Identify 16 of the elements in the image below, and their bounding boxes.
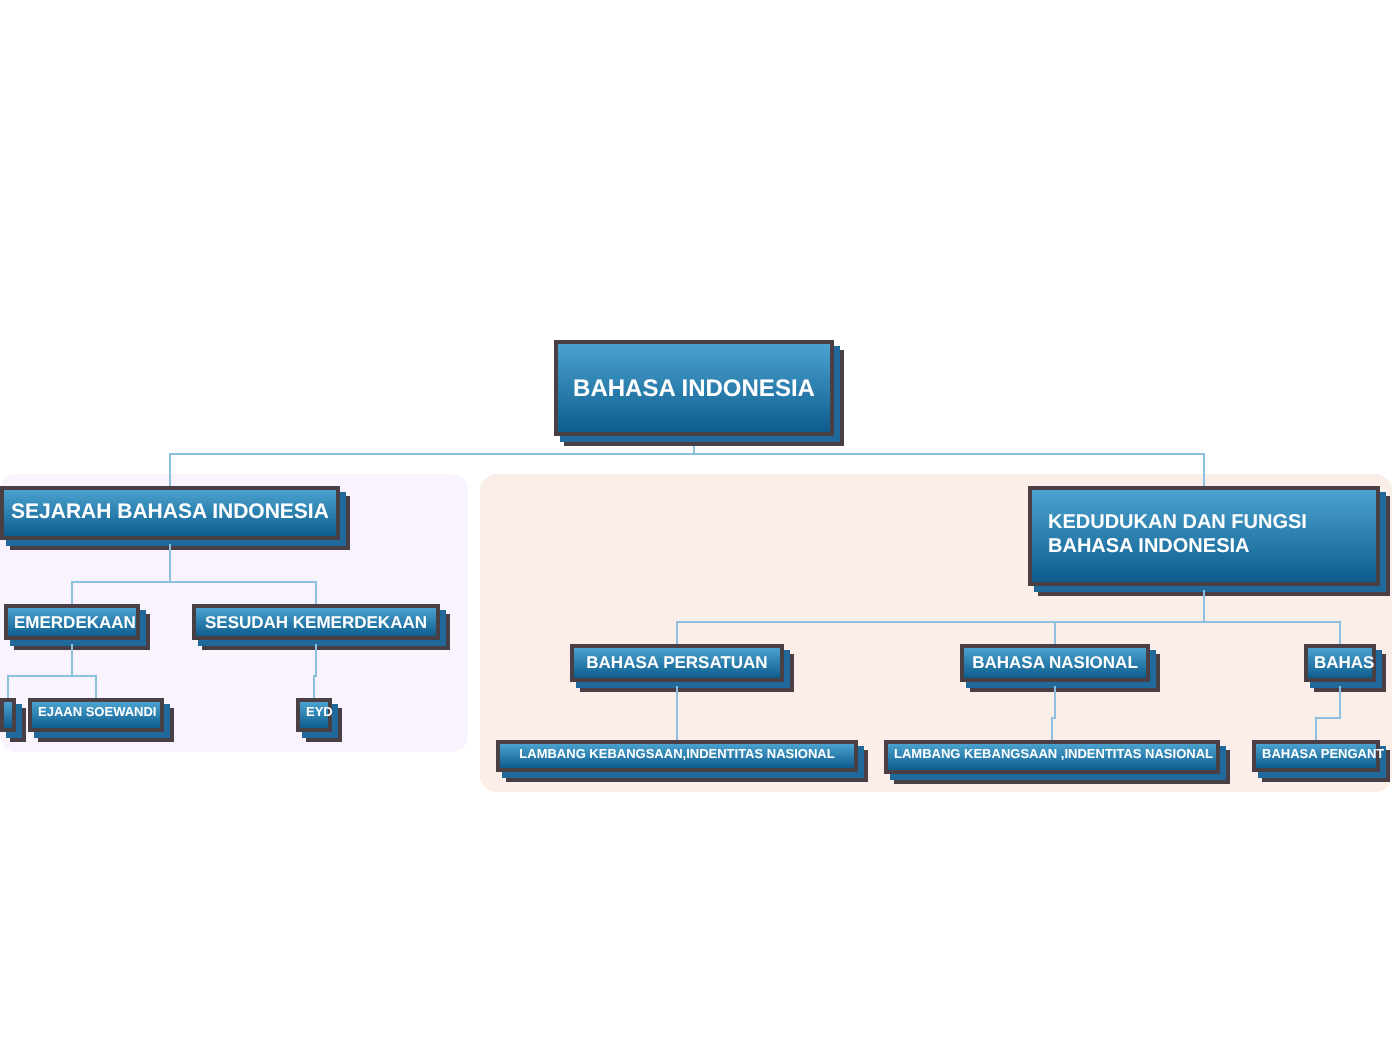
topic-text: SEJARAH BAHASA INDONESIA xyxy=(9,499,331,527)
topic-text: SESUDAH KEMERDEKAAN xyxy=(203,611,429,633)
connector-line xyxy=(71,643,97,699)
topic-text: EMERDEKAAN xyxy=(12,611,136,633)
connector-line xyxy=(1315,685,1341,741)
topic-text: BAHASA PERSATUAN xyxy=(584,652,770,674)
topic-text: BAHASA INDONESIA xyxy=(571,373,817,403)
group-panel xyxy=(0,474,468,752)
connector-line xyxy=(313,643,317,699)
connector-line xyxy=(1051,685,1056,741)
topic-text: BAHAS xyxy=(1312,652,1372,674)
group-panel xyxy=(480,474,1392,792)
topic-text: KEDUDUKAN DAN FUNGSI BAHASA INDONESIA xyxy=(1046,511,1309,561)
connector-line xyxy=(676,685,678,741)
connector-line xyxy=(1203,589,1341,645)
topic-text: BAHASA NASIONAL xyxy=(970,652,1140,674)
